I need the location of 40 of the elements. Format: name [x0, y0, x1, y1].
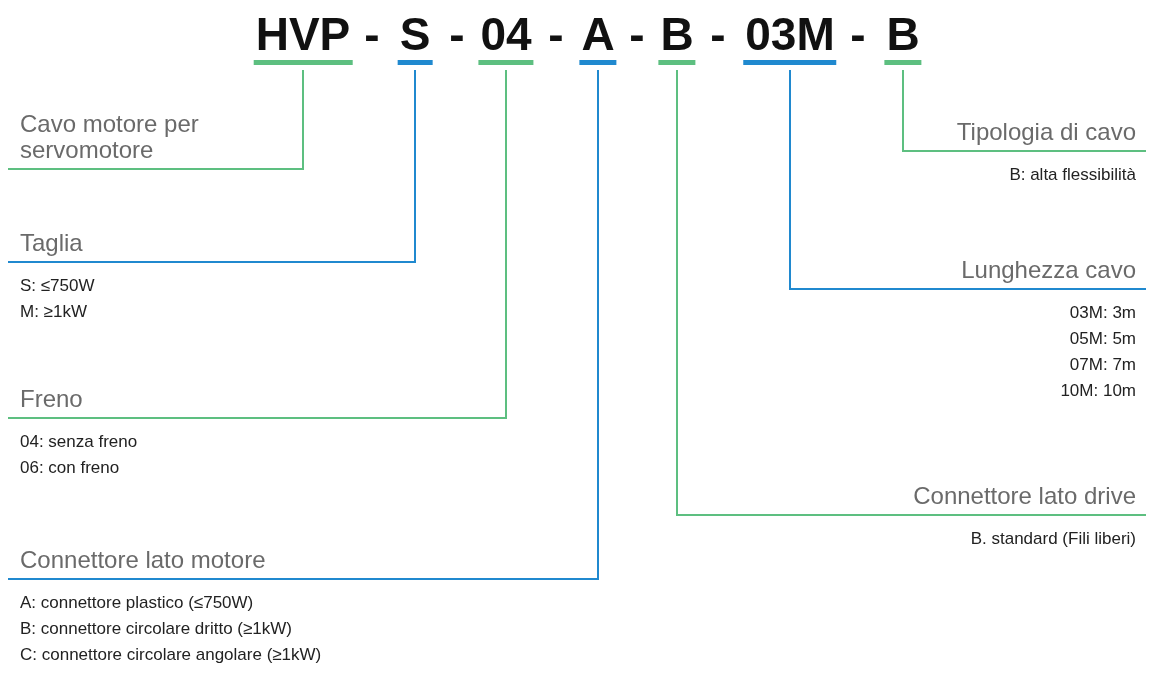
leader-line: [676, 69, 678, 517]
separator-dash: -: [710, 8, 726, 60]
option-text: 10M: 10m: [1059, 380, 1136, 402]
code-segment: 04: [478, 8, 534, 65]
option-text: 06: con freno: [20, 457, 121, 479]
option-text: 04: senza freno: [20, 431, 139, 453]
separator-dash: -: [364, 8, 380, 60]
leader-line: [302, 69, 304, 171]
option-text: M: ≥1kW: [20, 301, 88, 323]
option-text: B. standard (Fili liberi): [969, 528, 1136, 550]
separator-dash: -: [449, 8, 465, 60]
separator-dash: -: [629, 8, 645, 60]
field-heading: Cavo motore per servomotore: [20, 111, 200, 163]
field-heading: Taglia: [20, 230, 83, 256]
option-text: C: connettore circolare angolare (≥1kW): [20, 644, 323, 666]
code-segment: B: [658, 8, 696, 65]
leader-line: [597, 69, 599, 581]
option-text: B: connettore circolare dritto (≥1kW): [20, 618, 293, 640]
separator-dash: -: [548, 8, 564, 60]
code-segment: A: [579, 8, 617, 65]
field-heading: Connettore lato drive: [913, 483, 1136, 509]
code-segment: HVP: [253, 8, 353, 65]
field-heading: Connettore lato motore: [20, 547, 266, 573]
separator-dash: -: [850, 8, 866, 60]
option-text: S: ≤750W: [20, 275, 96, 297]
field-heading: Freno: [20, 386, 83, 412]
code-segment: B: [884, 8, 922, 65]
field-heading: Lunghezza cavo: [961, 257, 1136, 283]
option-text: 05M: 5m: [1068, 328, 1136, 350]
leader-line: [789, 69, 791, 291]
option-text: 07M: 7m: [1068, 354, 1136, 376]
code-segment: 03M: [743, 8, 837, 65]
leader-line: [414, 69, 416, 264]
option-text: A: connettore plastico (≤750W): [20, 592, 255, 614]
code-segment: S: [397, 8, 433, 65]
option-text: 03M: 3m: [1068, 302, 1136, 324]
leader-line: [902, 69, 904, 153]
option-text: B: alta flessibilità: [1008, 164, 1136, 186]
leader-line: [505, 69, 507, 420]
field-heading: Tipologia di cavo: [956, 119, 1136, 145]
